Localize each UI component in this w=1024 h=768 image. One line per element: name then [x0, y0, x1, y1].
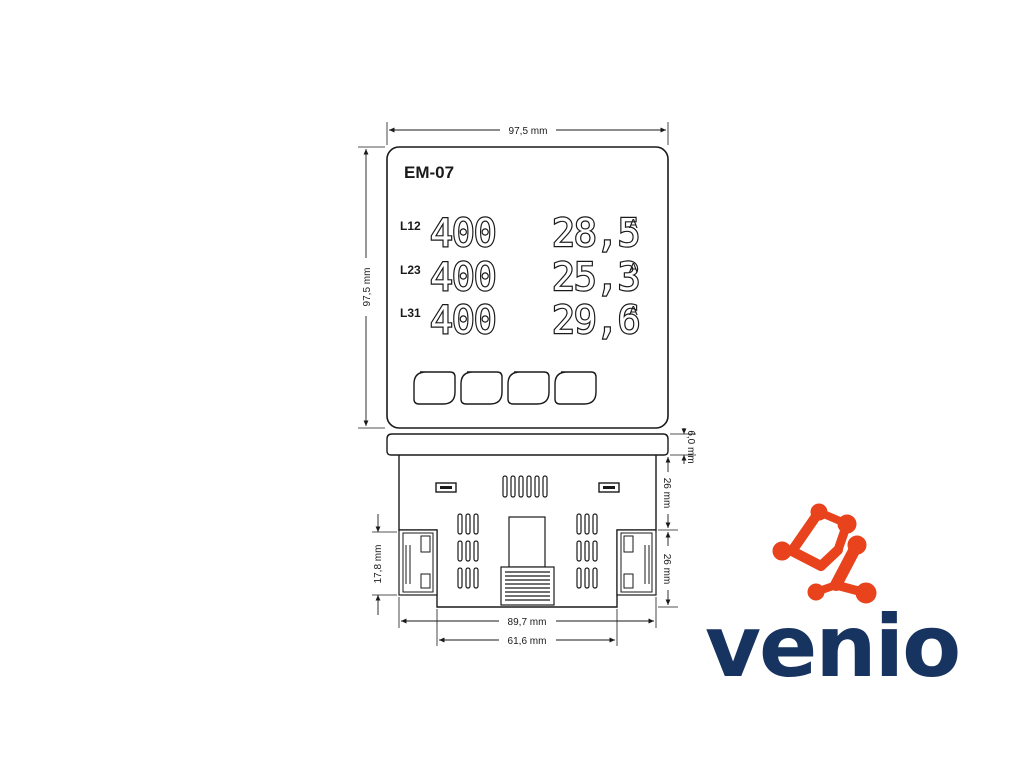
vent-slots-left — [457, 513, 479, 589]
mounting-clip-right — [616, 529, 657, 596]
front-width-label: 97,5 mm — [509, 126, 548, 137]
current-unit: A — [629, 216, 638, 231]
connector-width-label: 61,6 mm — [508, 636, 547, 647]
side-view — [386, 433, 669, 608]
dimension-front-height: 97,5 mm — [358, 146, 385, 429]
brand-wordmark: venio — [705, 597, 959, 697]
phase-label: L23 — [400, 263, 421, 277]
model-label: EM-07 — [404, 163, 454, 182]
vent-slots-right — [576, 513, 598, 589]
upper-section-label: 26 mm — [661, 478, 672, 509]
latch-left — [435, 482, 457, 493]
voltage-value: 400 — [430, 255, 496, 299]
display-row: L12 400 28,5 A — [400, 210, 642, 256]
phase-label: L12 — [400, 219, 421, 233]
latch-right — [598, 482, 620, 493]
voltage-value: 400 — [430, 211, 496, 255]
current-value: 28,5 — [552, 211, 640, 255]
front-panel: EM-07 L12 400 28,5 A L23 400 25,3 A L31 … — [386, 146, 669, 429]
bezel-depth-label: 6,0 mm — [685, 430, 696, 463]
phase-label: L31 — [400, 306, 421, 320]
current-value: 25,3 — [552, 255, 640, 299]
panel-button[interactable] — [413, 371, 456, 405]
panel-button[interactable] — [554, 371, 597, 405]
voltage-value: 400 — [430, 298, 496, 342]
dimension-front-width: 97,5 mm — [386, 122, 669, 145]
dimension-bezel-depth: 6,0 mm — [670, 428, 696, 464]
dimension-body-width: 89,7 mm — [398, 597, 657, 628]
current-unit: A — [629, 260, 638, 275]
center-connector — [500, 516, 555, 606]
panel-button[interactable] — [507, 371, 550, 405]
molecule-logo-icon — [772, 503, 877, 604]
mounting-clip-left — [398, 529, 438, 596]
current-unit: A — [629, 303, 638, 318]
vent-slots-top — [502, 475, 548, 498]
body-width-label: 89,7 mm — [508, 617, 547, 628]
brand-logo[interactable]: venio — [705, 503, 961, 697]
display-row: L23 400 25,3 A — [400, 254, 642, 300]
current-value: 29,6 — [552, 298, 640, 342]
panel-button[interactable] — [460, 371, 503, 405]
dimension-clip-height: 17,8 mm — [372, 514, 397, 615]
display-row: L31 400 29,6 A — [400, 297, 642, 343]
front-height-label: 97,5 mm — [362, 268, 373, 307]
dimension-connector-width: 61,6 mm — [436, 609, 618, 647]
clip-height-label: 17,8 mm — [373, 545, 384, 584]
dimension-upper-section: 26 mm — [658, 457, 678, 531]
lower-section-label: 26 mm — [661, 554, 672, 585]
dimension-lower-section: 26 mm — [658, 532, 678, 608]
